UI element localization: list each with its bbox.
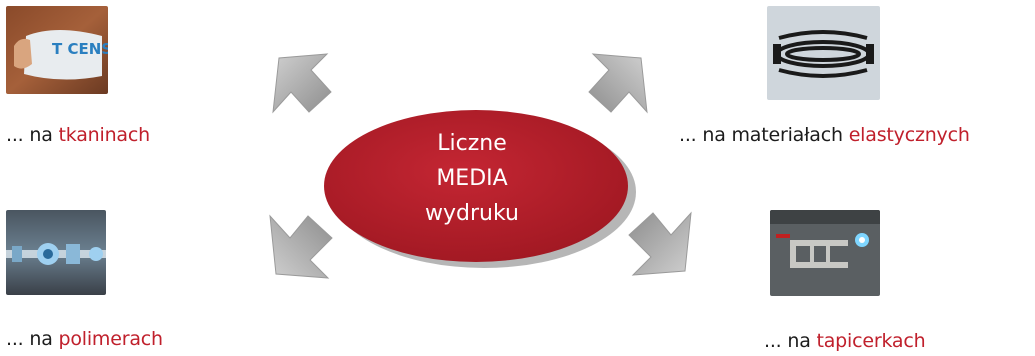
caption-elastic: ... na materiałach elastycznych	[679, 124, 970, 146]
caption-upholstery-highlight: tapicerkach	[816, 330, 926, 352]
caption-elastic-highlight: elastycznych	[848, 124, 970, 146]
caption-fabrics: ... na tkaninach	[6, 124, 150, 146]
arrow-up-right	[588, 53, 648, 114]
elastic-material-photo	[767, 6, 880, 100]
central-ellipse	[324, 110, 636, 268]
caption-upholstery: ... na tapicerkach	[764, 330, 926, 352]
arrow-down-right	[628, 211, 692, 276]
caption-elastic-prefix: ... na materiałach	[679, 124, 849, 146]
central-label-line1: Liczne	[437, 131, 507, 156]
arrow-up-left	[272, 53, 332, 114]
caption-fabrics-prefix: ... na	[6, 124, 59, 146]
central-label: Liczne MEDIA wydruku	[320, 126, 624, 231]
caption-polymers: ... na polimerach	[6, 328, 163, 350]
central-label-line3: wydruku	[425, 201, 519, 226]
fabric-photo-label: T CENSA	[52, 40, 108, 58]
printed-fabric-photo: T CENSA	[6, 6, 108, 94]
polymer-film-photo	[6, 210, 106, 295]
central-label-line2: MEDIA	[436, 166, 508, 191]
arrow-down-left	[269, 214, 333, 279]
caption-polymers-highlight: polimerach	[58, 328, 163, 350]
caption-fabrics-highlight: tkaninach	[58, 124, 150, 146]
caption-polymers-prefix: ... na	[6, 328, 59, 350]
upholstery-sensor-photo	[770, 210, 880, 296]
caption-upholstery-prefix: ... na	[764, 330, 817, 352]
